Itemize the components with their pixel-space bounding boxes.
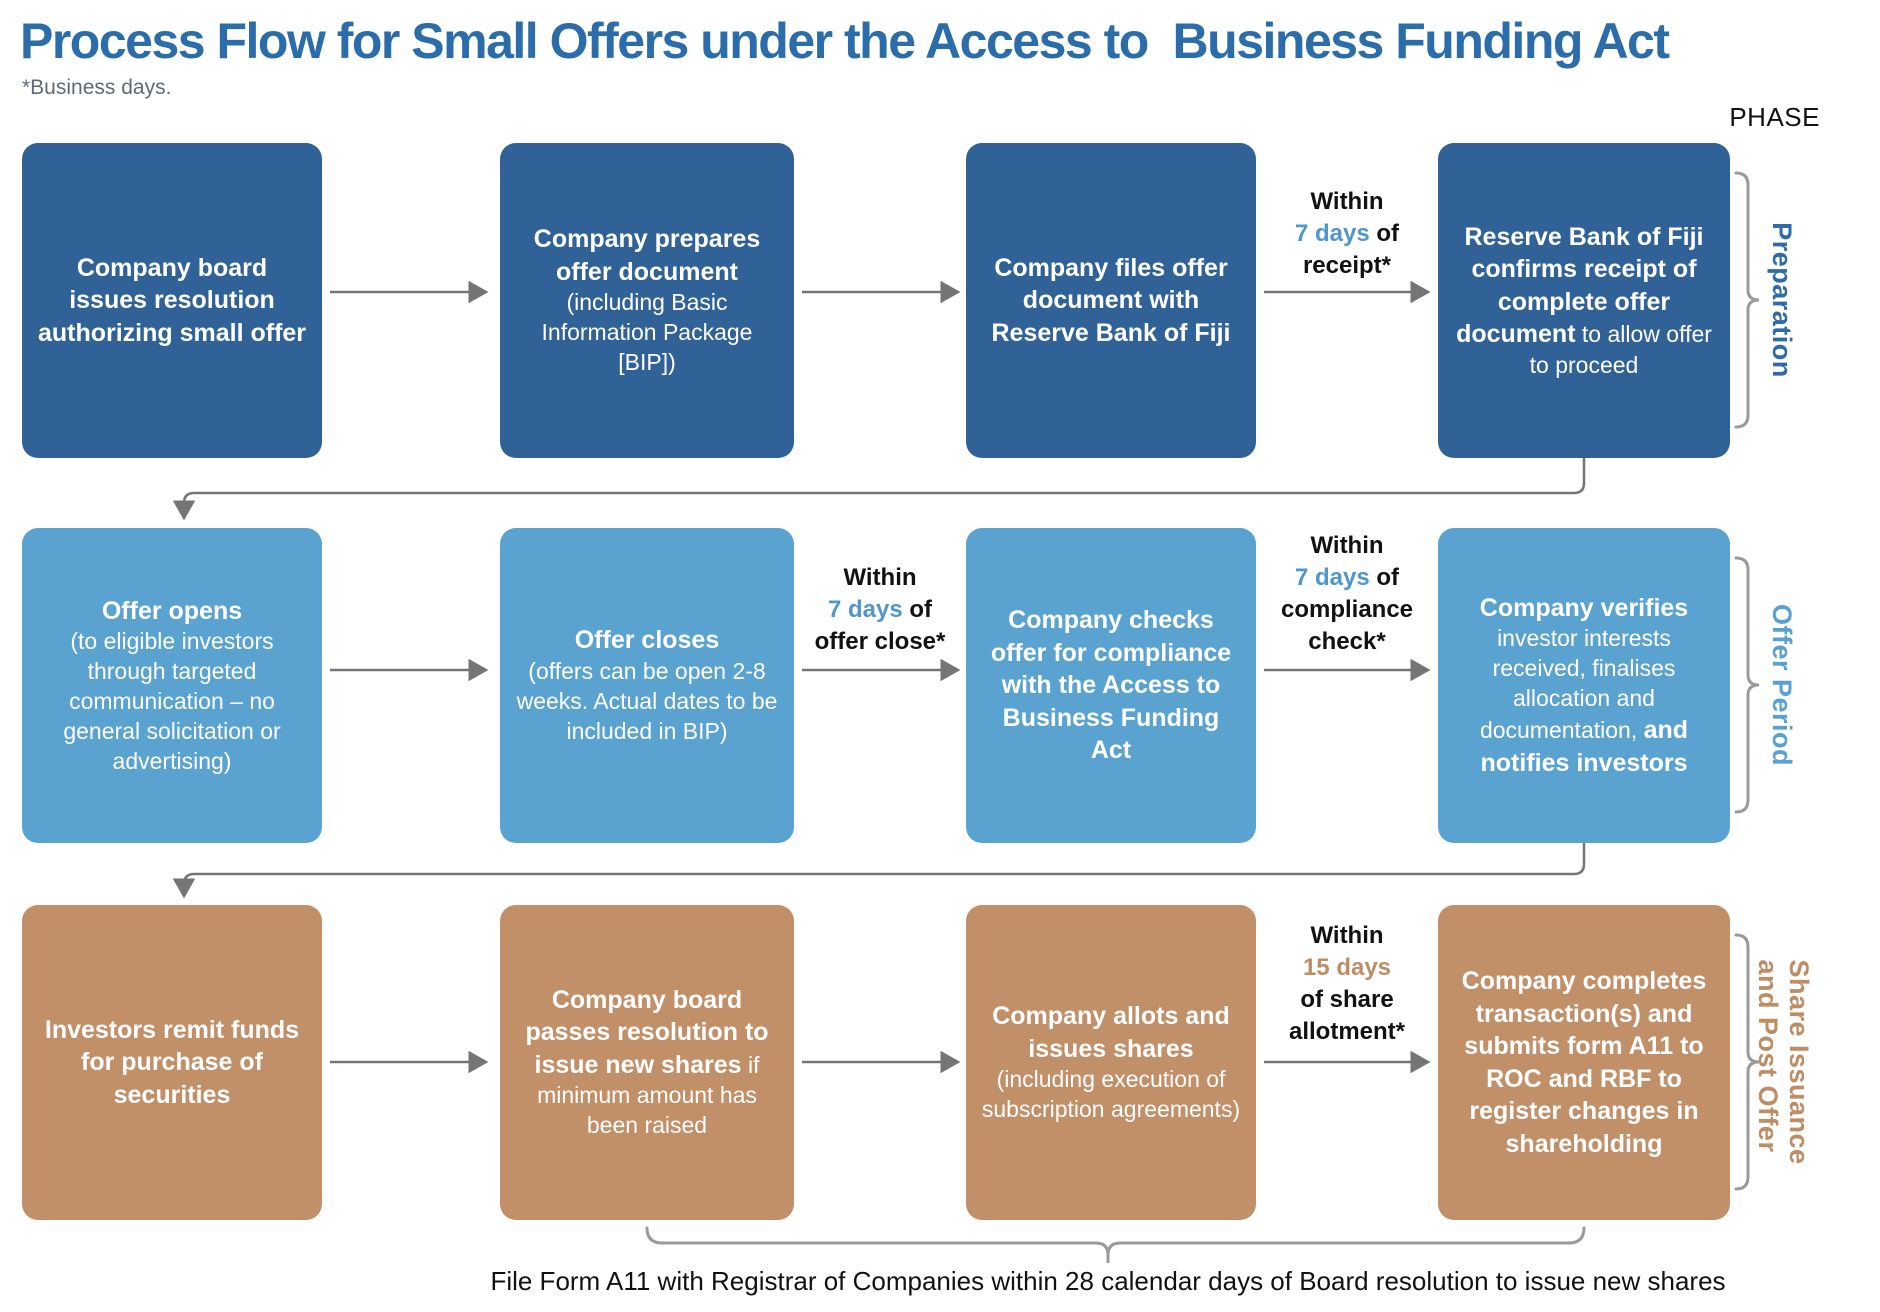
step-allot-shares: Company allots and issues shares (includ…	[966, 905, 1256, 1220]
step-text-bold: Company prepares offer document	[533, 225, 761, 286]
business-days-footnote: *Business days.	[22, 76, 172, 99]
step-text-detail: investor interests received, finalises a…	[1479, 625, 1676, 744]
step-text-bold: Offer closes	[574, 626, 720, 655]
elbow-connector-row2-row3	[172, 843, 1586, 899]
step-complete-transactions: Company completes transaction(s) and sub…	[1438, 905, 1730, 1220]
form-a11-note: File Form A11 with Registrar of Companie…	[490, 1266, 1726, 1296]
label-within-7-days-offer-close: Within 7 days of offer close*	[814, 564, 946, 655]
step-text-bold: Reserve Bank of Fiji confirms receipt of…	[1456, 222, 1704, 349]
step-compliance-check: Company checks offer for compliance with…	[966, 528, 1256, 843]
step-board-issues-shares: Company board passes resolution to issue…	[500, 905, 794, 1220]
step-text-detail: (including Basic Information Package [BI…	[541, 289, 753, 375]
step-text: Company files offer document with Reserv…	[991, 253, 1231, 347]
phase-label-share-issuance: Share Issuance and Post Offer	[1753, 959, 1814, 1165]
step-text-bold: Offer opens	[101, 596, 243, 625]
step-text-bold-2: and notifies investors	[1480, 716, 1689, 777]
step-file-offer-document: Company files offer document with Reserv…	[966, 143, 1256, 458]
step-text-detail: (to eligible investors through targeted …	[63, 628, 281, 774]
step-text: Company checks offer for compliance with…	[990, 606, 1232, 765]
step-text-bold: Company verifies	[1479, 593, 1689, 622]
step-rbf-confirms-receipt: Reserve Bank of Fiji confirms receipt of…	[1438, 143, 1730, 458]
step-text-bold: Company board passes resolution to issue…	[525, 985, 769, 1079]
step-offer-closes: Offer closes (offers can be open 2-8 wee…	[500, 528, 794, 843]
label-within-7-days-receipt: Within 7 days of receipt*	[1294, 188, 1400, 279]
step-investors-remit-funds: Investors remit funds for purchase of se…	[22, 905, 322, 1220]
phase-brace-preparation	[1734, 171, 1760, 429]
phase-column-header: PHASE	[1729, 102, 1820, 132]
step-text-detail: (including execution of subscription agr…	[981, 1066, 1241, 1122]
label-within-15-days-allotment: Within 15 days of share allotment*	[1288, 922, 1405, 1045]
step-text-detail: to allow offer to proceed	[1529, 321, 1712, 378]
step-text: Company board issues resolution authoriz…	[37, 253, 307, 347]
phase-brace-offer-period	[1734, 556, 1760, 814]
step-text: Investors remit funds for purchase of se…	[44, 1015, 300, 1109]
phase-label-offer-period: Offer Period	[1767, 603, 1797, 767]
step-offer-opens: Offer opens (to eligible investors throu…	[22, 528, 322, 843]
bottom-note-brace	[645, 1226, 1586, 1263]
step-text-detail: (offers can be open 2-8 weeks. Actual da…	[516, 657, 778, 744]
step-verify-investors: Company verifies investor interests rece…	[1438, 528, 1730, 843]
step-text: Company completes transaction(s) and sub…	[1461, 967, 1707, 1158]
page-title: Process Flow for Small Offers under the …	[20, 13, 1670, 69]
phase-label-preparation: Preparation	[1767, 222, 1797, 378]
step-prepare-offer-document: Company prepares offer document (includi…	[500, 143, 794, 458]
elbow-connector-row1-row2	[172, 458, 1586, 521]
step-text-bold: Company allots and issues shares	[992, 1002, 1230, 1063]
step-board-resolution: Company board issues resolution authoriz…	[22, 143, 322, 458]
step-text-detail: if minimum amount has been raised	[537, 1051, 760, 1139]
label-within-7-days-compliance: Within 7 days of compliance check*	[1280, 532, 1414, 655]
